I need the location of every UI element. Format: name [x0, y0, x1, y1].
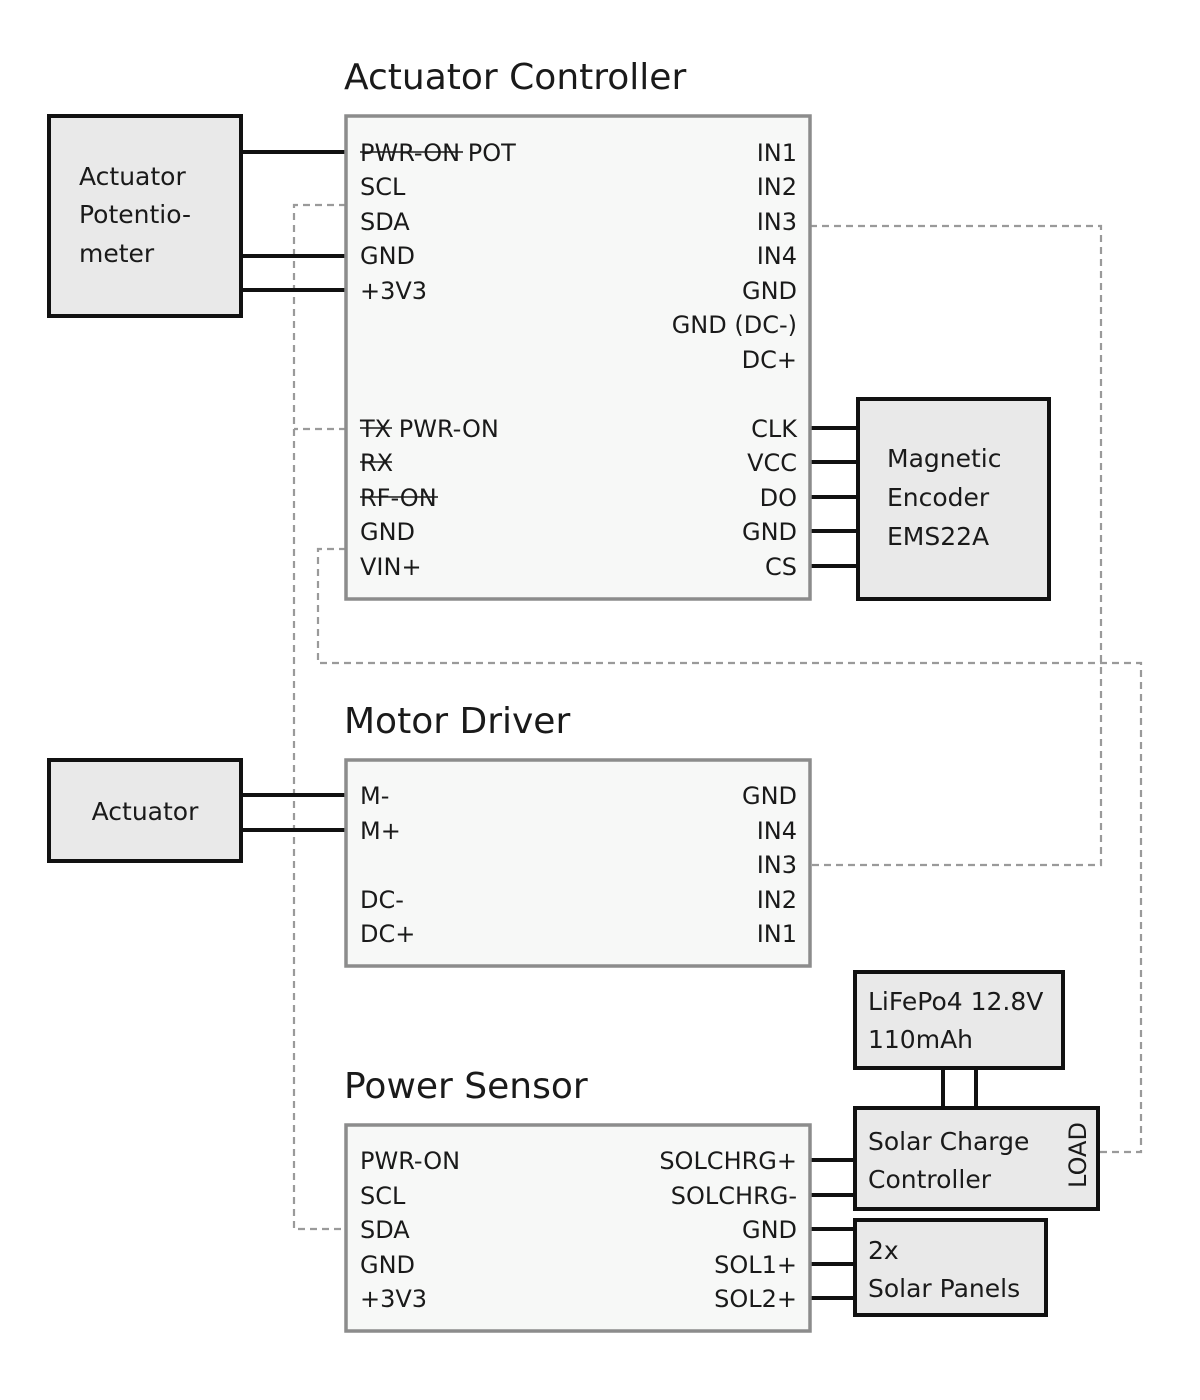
component-label-line: Actuator	[79, 162, 186, 191]
load-terminal-label: LOAD	[1064, 1122, 1092, 1188]
vin-load-wire	[316, 547, 1143, 1154]
pin-old-label: RF-ON	[360, 484, 437, 512]
actuator-controller-right-pins: IN1 IN2 IN3 IN4 GND GND (DC-) DC+ CLK VC…	[672, 139, 799, 581]
power-sensor-board	[344, 1123, 812, 1333]
magnetic-encoder-box	[856, 397, 1051, 601]
pin-label: +3V3	[360, 1285, 427, 1313]
pin-label: IN3	[757, 208, 797, 236]
solar-charge-controller-box	[853, 1106, 1100, 1211]
solar-panels-box	[853, 1218, 1048, 1317]
component-label-line: 110mAh	[868, 1025, 973, 1054]
actuator-label: Actuator	[92, 797, 199, 826]
motor-driver-title: Motor Driver	[344, 701, 570, 742]
pin-label: GND	[360, 518, 415, 546]
motor-driver-right-pins: GND IN4 IN3 IN2 IN1	[742, 782, 797, 948]
pin-label: GND (DC-)	[672, 311, 797, 339]
motor-driver-board	[344, 758, 812, 968]
component-label-line: EMS22A	[887, 522, 989, 551]
pin-label: IN2	[757, 173, 797, 201]
battery-wires	[941, 1068, 978, 1108]
battery-label: LiFePo4 12.8V 110mAh	[868, 987, 1043, 1054]
pin-label: GND	[742, 1216, 797, 1244]
pin-label: IN1	[757, 139, 797, 167]
actuator-potentiometer-label: Actuator Potentio- meter	[79, 162, 191, 268]
pin-label: IN1	[757, 920, 797, 948]
pin-label: IN3	[757, 851, 797, 879]
power-sensor-right-pins: SOLCHRG+ SOLCHRG- GND SOL1+ SOL2+	[659, 1147, 797, 1313]
pin-label: SOLCHRG-	[671, 1182, 797, 1210]
actuator-box	[47, 758, 243, 863]
pin-label: SCL	[360, 173, 406, 201]
pin-label: SDA	[360, 1216, 410, 1244]
power-sensor-left-pins: PWR-ON SCL SDA GND +3V3	[360, 1147, 460, 1313]
pin-label: DC-	[360, 886, 404, 914]
actuator-wires	[241, 793, 346, 832]
pin-label: TX PWR-ON	[359, 415, 499, 443]
component-label-line: Potentio-	[79, 200, 191, 229]
pin-label: M+	[360, 817, 401, 845]
component-label-line: Controller	[868, 1165, 992, 1194]
solar-wires	[810, 1158, 855, 1300]
actuator-controller-left-pins: PWR-ON POT SCL SDA GND +3V3 TX PWR-ON RX…	[359, 139, 516, 581]
component-label-line: 2x	[868, 1236, 899, 1265]
power-sensor-title: Power Sensor	[344, 1066, 588, 1107]
battery-box	[853, 970, 1065, 1070]
pin-label: GND	[742, 518, 797, 546]
solar-charge-controller-label: Solar Charge Controller	[868, 1127, 1029, 1194]
pin-new-label: POT	[468, 139, 516, 167]
in3-wire	[810, 224, 1103, 867]
pin-label: SCL	[360, 1182, 406, 1210]
pin-label: PWR-ON	[360, 1147, 460, 1175]
pin-label: GND	[360, 1251, 415, 1279]
pin-label: GND	[360, 242, 415, 270]
pin-label: CS	[765, 553, 797, 581]
pin-label: IN4	[757, 242, 797, 270]
component-label-line: meter	[79, 239, 155, 268]
strikethrough-marks	[360, 151, 463, 498]
pin-label: VCC	[747, 449, 797, 477]
encoder-wires	[810, 426, 858, 568]
potentiometer-wires	[241, 150, 346, 292]
component-label-line: Magnetic	[887, 444, 1001, 473]
pin-old-label: RX	[360, 449, 393, 477]
pin-label: IN4	[757, 817, 797, 845]
actuator-controller-title: Actuator Controller	[344, 57, 686, 98]
component-label-line: LiFePo4 12.8V	[868, 987, 1043, 1016]
pin-label: SOL2+	[714, 1285, 797, 1313]
pin-old-label: TX	[359, 415, 391, 443]
motor-driver-left-pins: M- M+ DC- DC+	[360, 782, 415, 948]
pin-label: DC+	[742, 346, 797, 374]
magnetic-encoder-label: Magnetic Encoder EMS22A	[887, 444, 1001, 551]
solar-panels-label: 2x Solar Panels	[868, 1236, 1020, 1303]
pin-label: SDA	[360, 208, 410, 236]
component-label-line: Encoder	[887, 483, 990, 512]
component-label-line: Solar Charge	[868, 1127, 1029, 1156]
pin-old-label: PWR-ON	[360, 139, 460, 167]
pin-label: PWR-ON POT	[360, 139, 516, 167]
pin-label: SOL1+	[714, 1251, 797, 1279]
component-label-line: Solar Panels	[868, 1274, 1020, 1303]
pin-new-label: PWR-ON	[399, 415, 499, 443]
pin-label: M-	[360, 782, 389, 810]
pin-label: SOLCHRG+	[659, 1147, 797, 1175]
pin-label: VIN+	[360, 553, 422, 581]
actuator-controller-board	[344, 114, 812, 601]
pin-label: DO	[760, 484, 797, 512]
pin-label: DC+	[360, 920, 415, 948]
sda-bus-wire	[292, 203, 346, 1231]
pin-label: GND	[742, 277, 797, 305]
pin-label: GND	[742, 782, 797, 810]
pin-label: +3V3	[360, 277, 427, 305]
pin-label: CLK	[751, 415, 798, 443]
pin-label: IN2	[757, 886, 797, 914]
actuator-potentiometer-box	[47, 114, 243, 318]
